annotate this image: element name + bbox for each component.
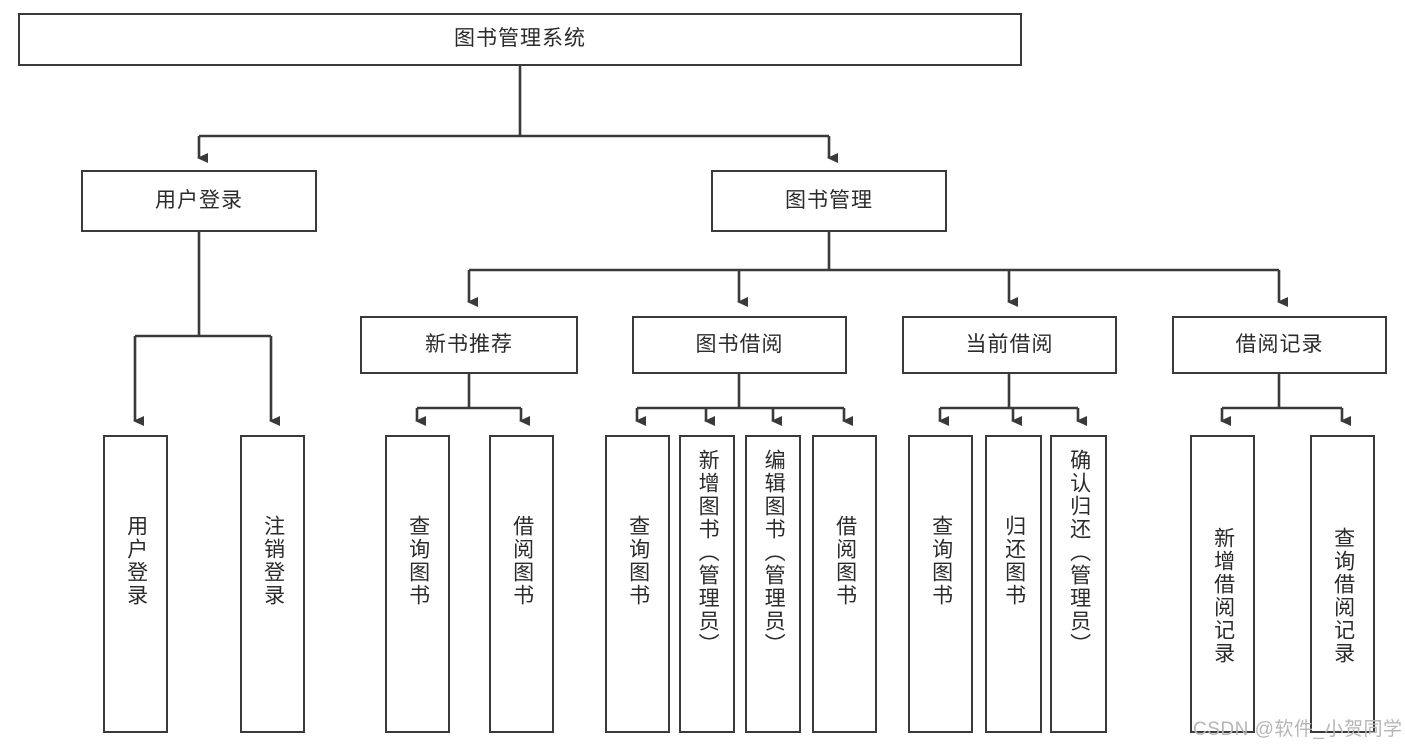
node-current-borrow[interactable]: 当前借阅 bbox=[902, 316, 1117, 374]
leaf-return-book[interactable]: 归还图书 bbox=[985, 435, 1042, 733]
node-label: 用户登录 bbox=[124, 515, 148, 607]
node-label: 借阅图书 bbox=[833, 515, 857, 607]
node-label: 归还图书 bbox=[1002, 515, 1026, 607]
node-label: 图书管理 bbox=[785, 188, 873, 212]
node-label: 查询图书 bbox=[929, 515, 953, 607]
node-label: 当前借阅 bbox=[965, 332, 1054, 356]
watermark: CSDN @软件_小贺同学 bbox=[1193, 719, 1403, 740]
node-borrow-record[interactable]: 借阅记录 bbox=[1172, 316, 1387, 374]
leaf-borrow-book[interactable]: 借阅图书 bbox=[812, 435, 877, 733]
node-label: 新增图书（管理员） bbox=[696, 449, 720, 656]
node-book-management[interactable]: 图书管理 bbox=[711, 170, 947, 232]
leaf-confirm-return-admin[interactable]: 确认归还（管理员） bbox=[1050, 435, 1107, 733]
leaf-add-borrow-record[interactable]: 新增借阅记录 bbox=[1190, 435, 1255, 733]
leaf-query-borrow-record[interactable]: 查询借阅记录 bbox=[1310, 435, 1375, 733]
node-book-borrow[interactable]: 图书借阅 bbox=[632, 316, 847, 374]
leaf-edit-book-admin[interactable]: 编辑图书（管理员） bbox=[745, 435, 801, 733]
node-label: 用户登录 bbox=[155, 188, 243, 212]
node-label: 借阅图书 bbox=[510, 515, 534, 607]
node-label: 注销登录 bbox=[261, 515, 285, 607]
node-new-book-recommend[interactable]: 新书推荐 bbox=[360, 316, 578, 374]
node-label: 确认归还（管理员） bbox=[1067, 449, 1091, 656]
leaf-user-login[interactable]: 用户登录 bbox=[103, 435, 168, 733]
node-label: 编辑图书（管理员） bbox=[762, 449, 786, 656]
node-label: 查询借阅记录 bbox=[1331, 527, 1355, 665]
leaf-borrow-book-recommend[interactable]: 借阅图书 bbox=[489, 435, 554, 733]
node-label: 图书管理系统 bbox=[454, 27, 586, 51]
node-label: 新书推荐 bbox=[425, 332, 513, 356]
leaf-query-book-borrow[interactable]: 查询图书 bbox=[605, 435, 670, 733]
leaf-logout[interactable]: 注销登录 bbox=[240, 435, 305, 733]
node-label: 图书借阅 bbox=[695, 332, 784, 356]
node-user-login[interactable]: 用户登录 bbox=[81, 170, 317, 232]
node-root-library-system[interactable]: 图书管理系统 bbox=[18, 13, 1022, 66]
node-label: 借阅记录 bbox=[1235, 332, 1324, 356]
node-label: 新增借阅记录 bbox=[1211, 527, 1235, 665]
node-label: 查询图书 bbox=[626, 515, 650, 607]
leaf-query-book-recommend[interactable]: 查询图书 bbox=[385, 435, 450, 733]
node-label: 查询图书 bbox=[406, 515, 430, 607]
leaf-add-book-admin[interactable]: 新增图书（管理员） bbox=[679, 435, 735, 733]
leaf-query-book-current[interactable]: 查询图书 bbox=[908, 435, 973, 733]
